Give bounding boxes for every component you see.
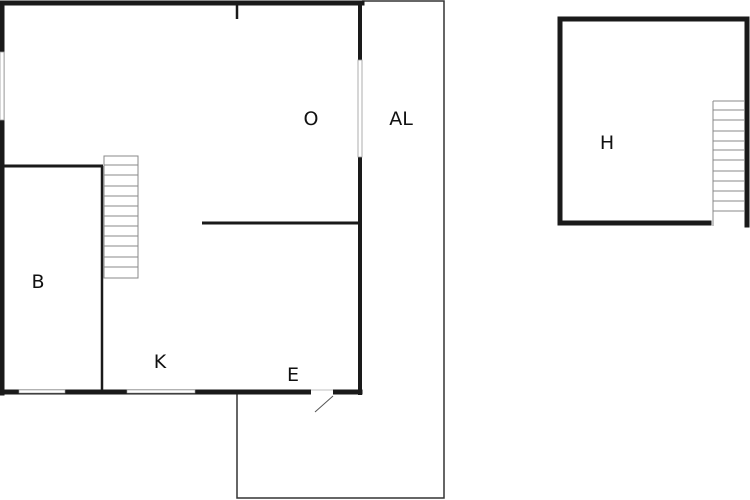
room-label-h: H bbox=[600, 132, 614, 154]
main-exterior-walls bbox=[0, 0, 365, 396]
room-labels: O AL B K E H bbox=[31, 108, 614, 386]
room-label-e: E bbox=[287, 364, 299, 386]
window-south-b bbox=[18, 389, 66, 394]
room-label-b: B bbox=[31, 271, 44, 293]
room-label-al: AL bbox=[389, 108, 413, 130]
room-label-o: O bbox=[304, 108, 319, 130]
staircase-main bbox=[103, 155, 139, 279]
windows bbox=[0, 51, 363, 394]
window-south-k bbox=[126, 389, 196, 394]
staircase-upper bbox=[712, 100, 745, 226]
interior-walls bbox=[4, 5, 360, 392]
balcony-outline bbox=[236, 0, 445, 499]
window-west bbox=[0, 51, 5, 121]
entrance-door bbox=[311, 389, 334, 413]
room-label-k: K bbox=[154, 351, 167, 373]
upper-floor-walls bbox=[557, 16, 750, 228]
window-east bbox=[357, 59, 363, 158]
